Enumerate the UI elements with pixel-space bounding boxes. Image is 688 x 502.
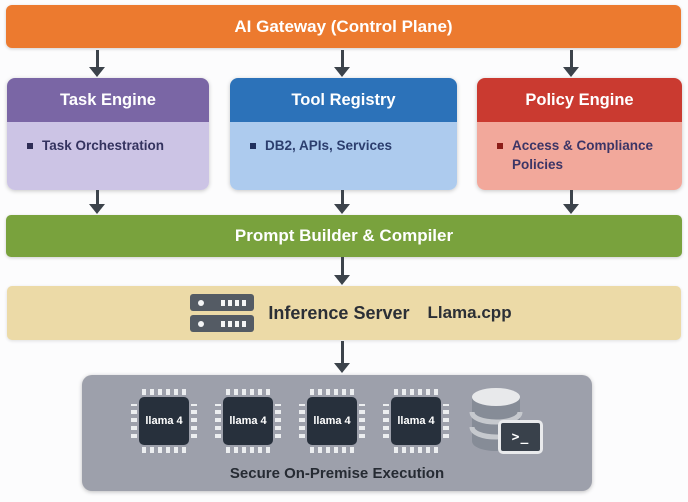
arrow-head xyxy=(334,363,350,373)
bullet-square-icon xyxy=(27,143,33,149)
arrow-gateway-to-task-icon xyxy=(88,50,106,77)
arrow-task-to-builder-icon xyxy=(88,190,106,214)
arrow-stem xyxy=(95,50,99,67)
prompt-builder-banner: Prompt Builder & Compiler xyxy=(6,215,682,257)
server-led-icon xyxy=(198,320,205,327)
chip-pins-icon xyxy=(299,404,305,438)
tool-registry-header: Tool Registry xyxy=(230,78,457,122)
chip-pins-icon xyxy=(310,447,354,453)
database-terminal-group: >_ xyxy=(467,386,543,456)
tool-registry-box: Tool Registry DB2, APIs, Services xyxy=(230,78,457,190)
chip-pins-icon xyxy=(142,447,186,453)
server-rack-icon xyxy=(190,294,255,332)
arrow-stem xyxy=(340,50,344,67)
llama4-chip-icon: llama 4 xyxy=(131,389,197,453)
chip-label: llama 4 xyxy=(139,397,189,445)
policy-engine-header: Policy Engine xyxy=(477,78,682,122)
database-icon xyxy=(469,388,523,451)
chip-pins-icon xyxy=(275,404,281,438)
arrow-stem xyxy=(569,190,573,204)
server-vents-icon xyxy=(221,320,247,327)
chip-pins-icon xyxy=(226,447,270,453)
task-engine-item: Task Orchestration xyxy=(42,138,165,153)
policy-engine-title: Policy Engine xyxy=(525,90,634,109)
execution-icons-row: llama 4 llama 4 llama 4 xyxy=(82,375,592,456)
list-item: Access & Compliance Policies xyxy=(477,122,682,175)
arrow-head xyxy=(334,67,350,77)
inference-runtime-label: Llama.cpp xyxy=(427,303,512,322)
chip-label: llama 4 xyxy=(223,397,273,445)
server-vents-icon xyxy=(221,299,247,306)
inference-server-box: Inference Server Llama.cpp xyxy=(7,286,681,340)
arrow-stem xyxy=(340,257,344,275)
chip-pins-icon xyxy=(191,404,197,438)
task-engine-body: Task Orchestration xyxy=(7,122,209,190)
chip-pins-icon xyxy=(142,389,186,395)
chip-pins-icon xyxy=(359,404,365,438)
arrow-stem xyxy=(340,190,344,204)
llama4-chip-icon: llama 4 xyxy=(383,389,449,453)
chip-pins-icon xyxy=(215,404,221,438)
execution-caption: Secure On-Premise Execution xyxy=(229,465,445,482)
terminal-icon: >_ xyxy=(498,420,543,454)
tool-registry-body: DB2, APIs, Services xyxy=(230,122,457,190)
arrow-head xyxy=(563,204,579,214)
task-engine-header: Task Engine xyxy=(7,78,209,122)
ai-gateway-banner: AI Gateway (Control Plane) xyxy=(6,5,681,48)
arrow-stem xyxy=(569,50,573,67)
chip-pins-icon xyxy=(394,447,438,453)
chip-pins-icon xyxy=(310,389,354,395)
inference-server-title: Inference Server xyxy=(268,302,410,323)
terminal-prompt-glyph: >_ xyxy=(511,429,530,445)
list-item: DB2, APIs, Services xyxy=(230,122,457,156)
tool-registry-title: Tool Registry xyxy=(291,90,396,109)
policy-engine-item: Access & Compliance Policies xyxy=(512,138,654,172)
chip-pins-icon xyxy=(383,404,389,438)
server-rack-unit xyxy=(190,315,255,332)
server-led-icon xyxy=(198,299,205,306)
task-engine-title: Task Engine xyxy=(60,90,156,109)
bullet-square-icon xyxy=(497,143,503,149)
chip-pins-icon xyxy=(131,404,137,438)
arrow-inference-to-execution-icon xyxy=(333,341,351,373)
arrow-gateway-to-policy-icon xyxy=(562,50,580,77)
chip-pins-icon xyxy=(226,389,270,395)
server-rack-unit xyxy=(190,294,255,311)
bullet-square-icon xyxy=(250,143,256,149)
arrow-head xyxy=(334,275,350,285)
policy-engine-body: Access & Compliance Policies xyxy=(477,122,682,190)
list-item: Task Orchestration xyxy=(7,122,209,156)
arrow-stem xyxy=(95,190,99,204)
arrow-head xyxy=(563,67,579,77)
chip-pins-icon xyxy=(394,389,438,395)
arrow-policy-to-builder-icon xyxy=(562,190,580,214)
arrow-head xyxy=(89,67,105,77)
llama4-chip-icon: llama 4 xyxy=(299,389,365,453)
prompt-builder-label: Prompt Builder & Compiler xyxy=(234,226,454,245)
ai-gateway-label: AI Gateway (Control Plane) xyxy=(234,16,453,36)
arrow-head xyxy=(334,204,350,214)
arrow-gateway-to-tool-icon xyxy=(333,50,351,77)
execution-box: llama 4 llama 4 llama 4 xyxy=(82,375,592,491)
policy-engine-box: Policy Engine Access & Compliance Polici… xyxy=(477,78,682,190)
task-engine-box: Task Engine Task Orchestration xyxy=(7,78,209,190)
arrow-builder-to-inference-icon xyxy=(333,257,351,285)
chip-label: llama 4 xyxy=(307,397,357,445)
arrow-tool-to-builder-icon xyxy=(333,190,351,214)
tool-registry-item: DB2, APIs, Services xyxy=(265,138,393,153)
chip-label: llama 4 xyxy=(391,397,441,445)
chip-pins-icon xyxy=(443,404,449,438)
arrow-stem xyxy=(340,341,344,363)
llama4-chip-icon: llama 4 xyxy=(215,389,281,453)
arrow-head xyxy=(89,204,105,214)
